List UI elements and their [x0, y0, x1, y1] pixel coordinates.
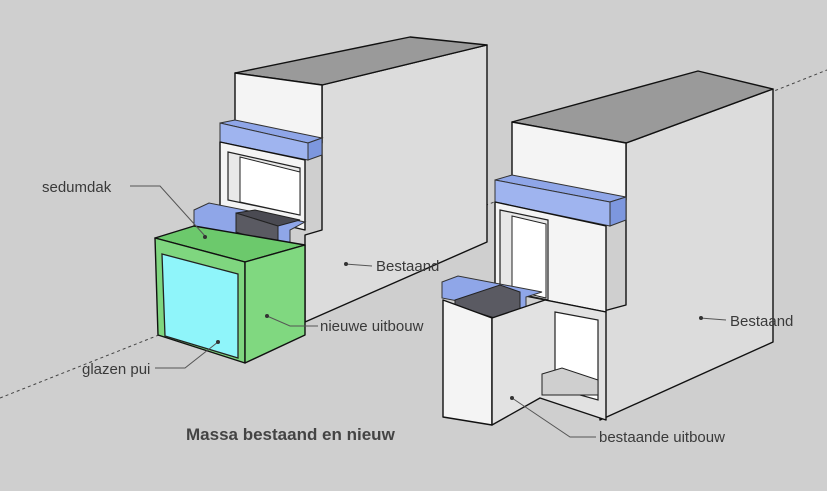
- diagram-title: Massa bestaand en nieuw: [186, 425, 396, 444]
- label-sedumdak: sedumdak: [42, 179, 112, 196]
- leader-glazen-pui: [155, 341, 219, 369]
- label-bestaand-right: Bestaand: [730, 313, 793, 330]
- leader-bestaand-right: [699, 317, 727, 321]
- label-glazen-pui: glazen pui: [82, 361, 150, 378]
- existing-extension-step: [541, 367, 599, 396]
- right-window-reveal: [511, 215, 547, 299]
- leader-bestaand-left: [344, 263, 373, 267]
- left-building: [154, 36, 488, 364]
- label-bestaande-uitbouw: bestaande uitbouw: [599, 429, 725, 446]
- leader-lines: [130, 185, 727, 438]
- existing-extension-front: [442, 299, 493, 426]
- right-upper-glass-side: [609, 196, 627, 227]
- leader-sedumdak: [130, 185, 206, 237]
- left-upper-glass-side: [307, 137, 323, 161]
- left-window-reveal: [239, 156, 301, 216]
- label-bestaand-left: Bestaand: [376, 258, 439, 275]
- right-building: [441, 70, 774, 426]
- glass-facade: [161, 253, 239, 359]
- label-nieuwe-uitbouw: nieuwe uitbouw: [320, 318, 424, 335]
- green-side: [244, 244, 306, 364]
- leader-bestaande-uitbouw: [511, 397, 596, 438]
- leader-nieuwe-uitbouw: [266, 315, 318, 327]
